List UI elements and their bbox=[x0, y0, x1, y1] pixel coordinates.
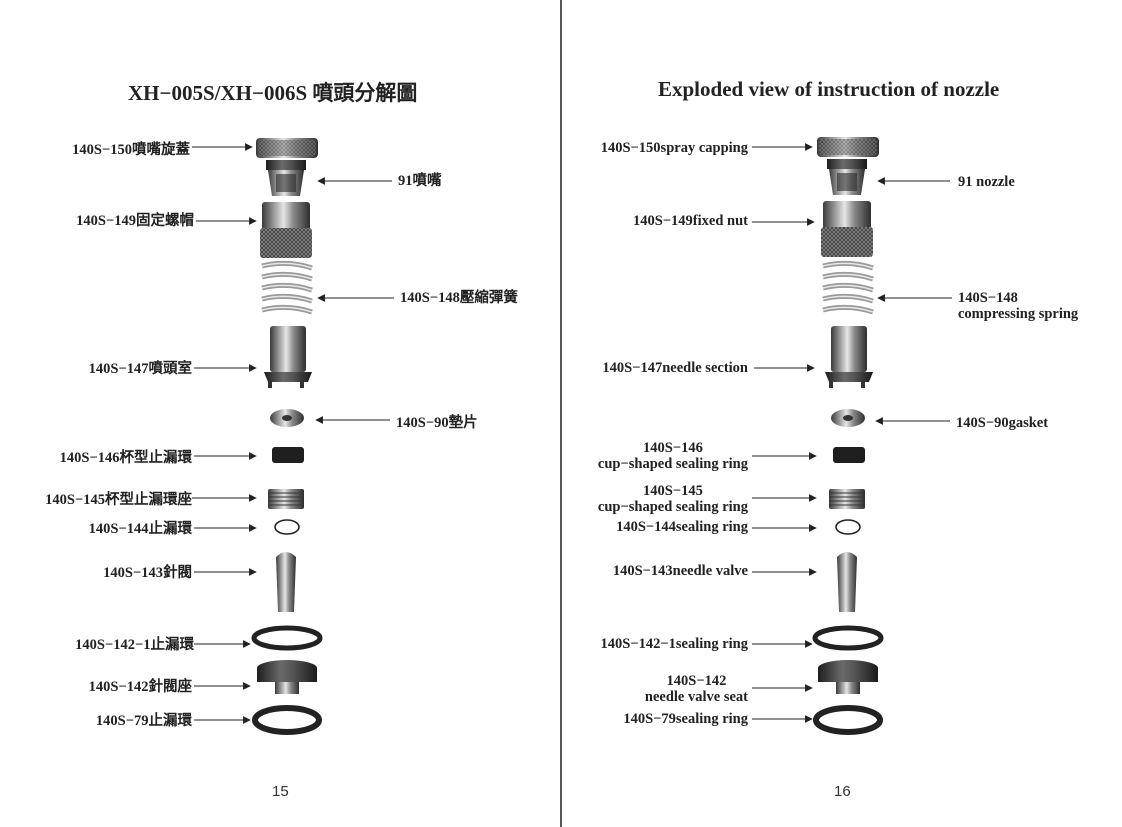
label-needle-valve: 140S−143針閥 bbox=[103, 565, 192, 581]
sealing-ring-79-part bbox=[813, 705, 883, 735]
gasket-part bbox=[270, 409, 304, 427]
left-page-title: XH−005S/XH−006S 噴頭分解圖 bbox=[128, 81, 418, 105]
label-cup-shaped-sealing-ring-seat: 140S−145杯型止漏環座 bbox=[45, 492, 192, 508]
spray-cap-part bbox=[256, 138, 318, 158]
label-compressing-spring: 140S−148壓縮彈簧 bbox=[400, 290, 518, 306]
right-page-number: 16 bbox=[834, 783, 851, 800]
label-fixed-nut: 140S−149固定螺帽 bbox=[76, 213, 194, 229]
needle-section-part bbox=[825, 326, 873, 388]
label-gasket: 140S−90墊片 bbox=[396, 415, 478, 431]
left-page: XH−005S/XH−006S 噴頭分解圖 bbox=[0, 0, 560, 827]
compressing-spring-part bbox=[822, 260, 874, 315]
label-sealing-ring-79: 140S−79止漏環 bbox=[95, 713, 192, 729]
nozzle-part bbox=[827, 159, 867, 195]
label-cup-shaped-sealing-ring-seat-code: 140S−145 bbox=[643, 483, 703, 499]
label-needle-section: 140S−147needle section bbox=[602, 360, 748, 376]
needle-section-part bbox=[264, 326, 312, 388]
fixed-nut-part bbox=[821, 201, 873, 257]
gasket-part bbox=[831, 409, 865, 427]
label-sealing-ring-144: 140S−144止漏環 bbox=[88, 521, 192, 537]
label-compressing-spring-name: compressing spring bbox=[958, 306, 1079, 322]
label-spray-cap: 140S−150噴嘴旋蓋 bbox=[72, 142, 190, 158]
label-cup-shaped-sealing-ring: 140S−146 cup−shaped sealing ring bbox=[598, 440, 748, 472]
label-cup-shaped-sealing-ring: 140S−146杯型止漏環 bbox=[59, 450, 192, 466]
label-needle-valve-seat-name: needle valve seat bbox=[644, 689, 748, 705]
sealing-ring-142-1-part bbox=[251, 625, 323, 651]
label-nozzle: 91噴嘴 bbox=[398, 173, 442, 189]
sealing-ring-144-part bbox=[835, 519, 861, 535]
label-needle-valve-seat: 140S−142 needle valve seat bbox=[645, 673, 748, 705]
label-cup-shaped-sealing-ring-seat-name: cup−shaped sealing ring bbox=[597, 499, 748, 515]
label-fixed-nut: 140S−149fixed nut bbox=[632, 213, 748, 229]
needle-valve-seat-part bbox=[818, 660, 878, 694]
label-needle-valve-seat: 140S−142針閥座 bbox=[88, 679, 192, 695]
cup-shaped-sealing-ring-part bbox=[833, 447, 865, 463]
label-gasket: 140S−90gasket bbox=[956, 415, 1049, 431]
cup-shaped-sealing-ring-part bbox=[272, 447, 304, 463]
label-spray-cap: 140S−150spray capping bbox=[600, 140, 748, 156]
nozzle-part bbox=[266, 160, 306, 196]
spray-cap-part bbox=[817, 137, 879, 157]
label-sealing-ring-142-1: 140S−142−1sealing ring bbox=[600, 636, 748, 652]
page-gutter bbox=[560, 0, 562, 827]
needle-valve-part bbox=[276, 552, 296, 612]
label-cup-shaped-sealing-ring-seat: 140S−145 cup−shaped sealing ring bbox=[598, 483, 748, 515]
sealing-ring-79-part bbox=[252, 705, 322, 735]
needle-valve-part bbox=[837, 552, 857, 612]
sealing-ring-144-part bbox=[274, 519, 300, 535]
label-compressing-spring-code: 140S−148 bbox=[958, 290, 1018, 306]
right-page-title: Exploded view of instruction of nozzle bbox=[658, 77, 1000, 101]
fixed-nut-part bbox=[260, 202, 312, 258]
left-page-number: 15 bbox=[272, 783, 289, 800]
label-compressing-spring: 140S−148 compressing spring bbox=[958, 290, 1078, 322]
label-sealing-ring-142-1: 140S−142−1止漏環 bbox=[75, 637, 194, 653]
right-page: Exploded view of instruction of nozzle bbox=[562, 0, 1122, 827]
label-cup-shaped-sealing-ring-code: 140S−146 bbox=[643, 440, 703, 456]
needle-valve-seat-part bbox=[257, 660, 317, 694]
label-nozzle: 91 nozzle bbox=[958, 174, 1015, 190]
label-cup-shaped-sealing-ring-name: cup−shaped sealing ring bbox=[597, 456, 748, 472]
compressing-spring-part bbox=[261, 260, 313, 315]
label-sealing-ring-144: 140S−144sealing ring bbox=[616, 519, 748, 535]
sealing-ring-142-1-part bbox=[812, 625, 884, 651]
label-needle-valve-seat-code: 140S−142 bbox=[666, 673, 727, 689]
label-needle-section: 140S−147噴頭室 bbox=[88, 361, 192, 377]
left-exploded-diagram bbox=[251, 138, 323, 735]
label-needle-valve: 140S−143needle valve bbox=[612, 563, 748, 579]
right-exploded-diagram bbox=[812, 137, 884, 735]
cup-shaped-sealing-ring-seat-part bbox=[829, 489, 865, 509]
label-sealing-ring-79: 140S−79sealing ring bbox=[623, 711, 748, 727]
cup-shaped-sealing-ring-seat-part bbox=[268, 489, 304, 509]
